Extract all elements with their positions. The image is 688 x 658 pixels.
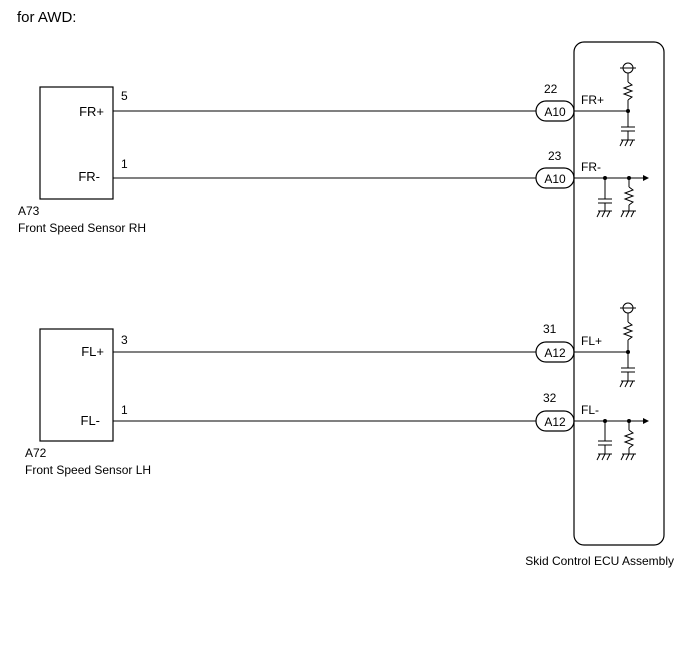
ecu-circuit-frplus bbox=[574, 62, 636, 147]
diagram-title: for AWD: bbox=[17, 9, 76, 26]
connector-label-a10-2: A10 bbox=[544, 172, 566, 186]
ecu-name: Skid Control ECU Assembly bbox=[525, 554, 674, 568]
sensor-a72-id: A72 bbox=[25, 446, 47, 460]
ecu-circuit-frminus bbox=[574, 175, 649, 218]
sensor-a73-pin-label-frminus: FR- bbox=[78, 169, 100, 184]
connector-label-a12-2: A12 bbox=[544, 415, 566, 429]
sensor-a72-box bbox=[39, 328, 114, 442]
ecu-label-frminus: FR- bbox=[581, 160, 601, 174]
ecu-pin-number-31: 31 bbox=[543, 322, 557, 336]
sensor-a73-id: A73 bbox=[18, 204, 40, 218]
sensor-a73-name: Front Speed Sensor RH bbox=[18, 221, 146, 235]
sensor-a73-pin-label-frplus: FR+ bbox=[79, 104, 104, 119]
ecu-label-flminus: FL- bbox=[581, 403, 599, 417]
sensor-pin-number-1-rh: 1 bbox=[121, 157, 128, 171]
ecu-circuit-flminus bbox=[574, 418, 649, 461]
sensor-pin-number-1-lh: 1 bbox=[121, 403, 128, 417]
sensor-a72-pin-label-flminus: FL- bbox=[81, 413, 101, 428]
ecu-circuit-flplus bbox=[574, 302, 636, 388]
ecu-box bbox=[573, 41, 665, 546]
ecu-pin-number-22: 22 bbox=[544, 82, 558, 96]
ecu-pin-number-23: 23 bbox=[548, 149, 562, 163]
ecu-label-flplus: FL+ bbox=[581, 334, 602, 348]
sensor-a72-pin-label-flplus: FL+ bbox=[81, 344, 104, 359]
sensor-pin-number-5: 5 bbox=[121, 89, 128, 103]
connector-label-a10: A10 bbox=[544, 105, 566, 119]
ecu-pin-number-32: 32 bbox=[543, 391, 557, 405]
ecu-label-frplus: FR+ bbox=[581, 93, 604, 107]
sensor-a73-box bbox=[39, 86, 114, 200]
connector-label-a12: A12 bbox=[544, 346, 566, 360]
sensor-a72-name: Front Speed Sensor LH bbox=[25, 463, 151, 477]
sensor-pin-number-3: 3 bbox=[121, 333, 128, 347]
